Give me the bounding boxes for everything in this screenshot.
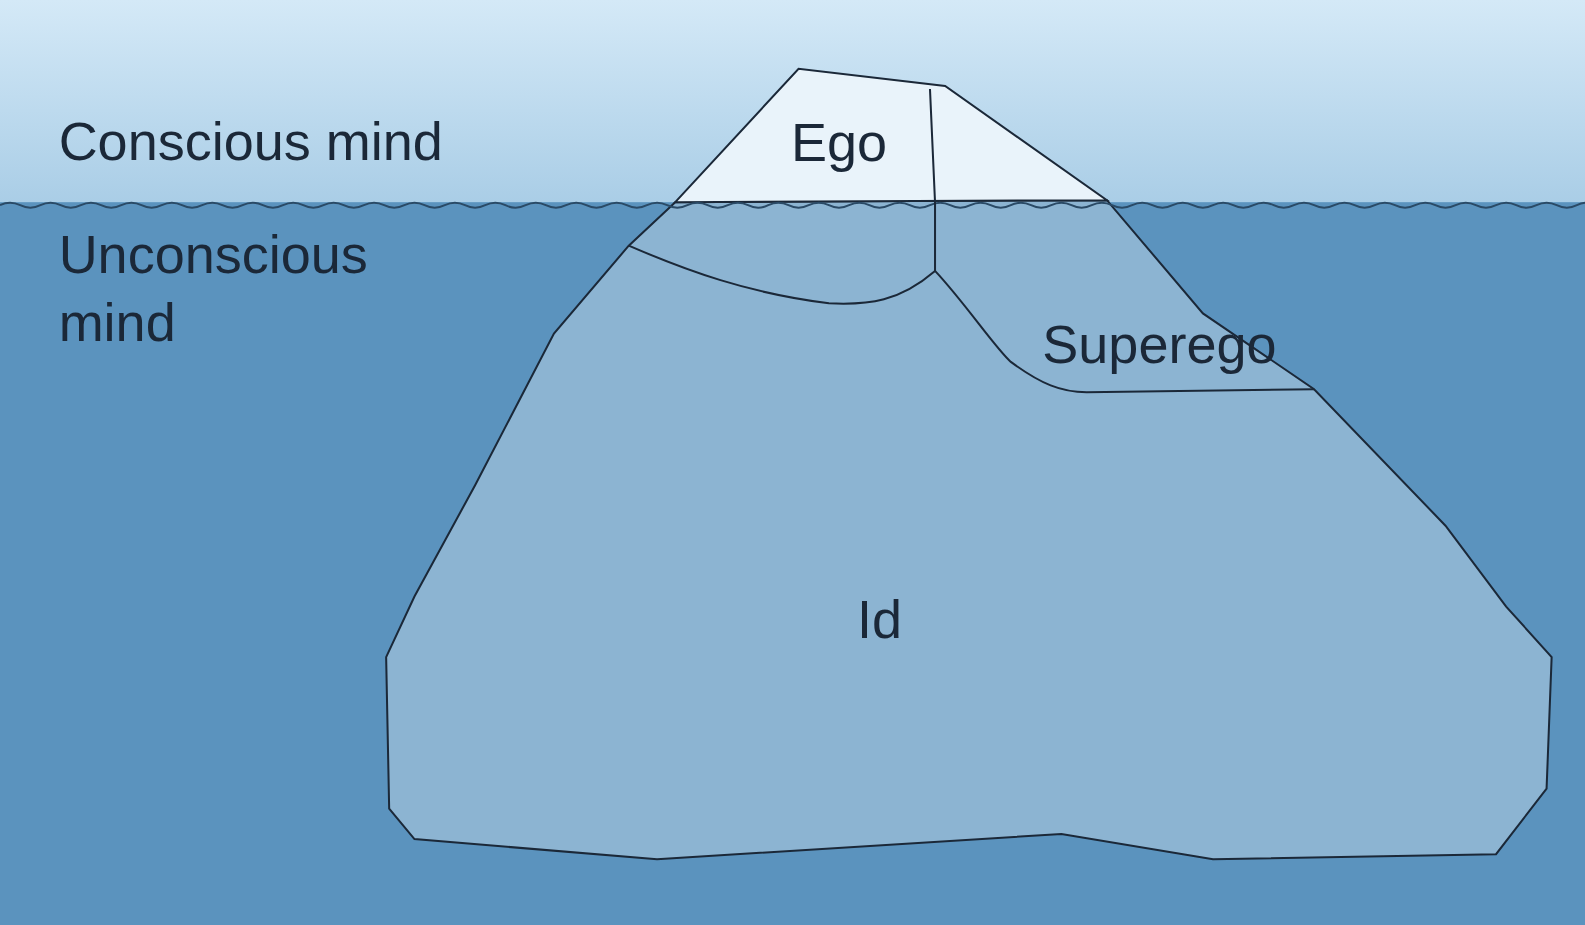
- superego-region: Superego: [1036, 306, 1282, 382]
- ego-boundary: [629, 246, 935, 304]
- id-region: Id: [851, 581, 908, 657]
- region-label: Superego: [1042, 310, 1276, 378]
- sky-band: [0, 0, 1585, 206]
- iceberg-tip: [675, 69, 1107, 202]
- waterline: [0, 203, 1585, 208]
- ego-divider: [930, 89, 935, 271]
- region-label: Ego: [791, 108, 887, 176]
- ego-region: Ego: [785, 104, 893, 180]
- conscious-label: Conscious mind: [59, 107, 579, 175]
- region-label: Id: [857, 585, 902, 653]
- iceberg-underwater: [386, 200, 1552, 859]
- unconscious-label: Unconscious mind: [59, 220, 439, 356]
- superego-boundary: [935, 271, 1314, 392]
